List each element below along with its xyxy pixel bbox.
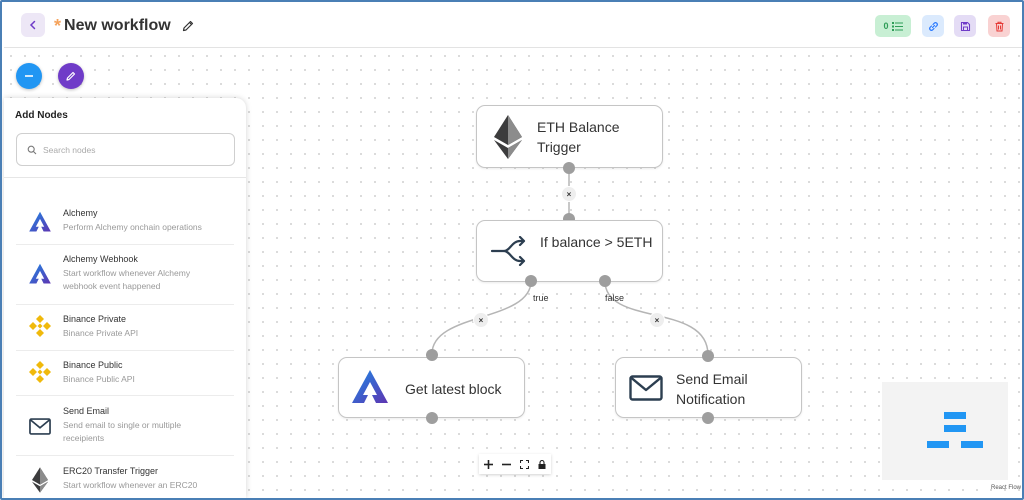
alchemy-icon: [349, 368, 391, 408]
node-output-handle-false[interactable]: [599, 275, 611, 287]
edge-delete-button[interactable]: ×: [649, 312, 665, 328]
fullscreen-icon: [519, 459, 529, 469]
split-arrows-icon: [489, 235, 529, 267]
link-icon: [928, 21, 938, 31]
lock-button[interactable]: [536, 457, 548, 471]
flow-node-send-email[interactable]: Send Email Notification: [615, 357, 802, 418]
edge-delete-button[interactable]: ×: [561, 186, 577, 202]
divider: [16, 455, 234, 456]
node-item-name: Alchemy: [63, 208, 98, 218]
save-button[interactable]: [954, 15, 976, 37]
node-item-desc: Start workflow whenever Alchemy webhook …: [63, 268, 191, 291]
divider: [16, 244, 234, 245]
flow-node-if-balance[interactable]: If balance > 5ETH: [476, 220, 663, 282]
trash-icon: [995, 21, 1003, 31]
workflow-title: New workflow: [64, 17, 171, 34]
node-item-erc20-transfer-trigger[interactable]: ERC20 Transfer Trigger Start workflow wh…: [4, 460, 246, 498]
save-icon: [960, 21, 970, 31]
unsaved-indicator: *: [54, 16, 62, 36]
search-icon: [27, 145, 37, 154]
flow-node-eth-balance-trigger[interactable]: ETH Balance Trigger: [476, 105, 663, 168]
edge-label-false: false: [605, 293, 625, 303]
alchemy-icon: [26, 208, 54, 236]
node-item-alchemy-webhook[interactable]: Alchemy Webhook Start workflow whenever …: [4, 248, 246, 304]
binance-icon: [26, 312, 54, 340]
nodes-count-button[interactable]: 0: [875, 15, 911, 37]
minus-icon: [25, 75, 33, 77]
mail-icon: [26, 412, 54, 440]
zoom-out-button[interactable]: [500, 457, 512, 471]
minimap-nodes: [927, 412, 983, 448]
node-label: Get latest block: [405, 381, 502, 397]
node-item-name: Binance Public: [63, 360, 123, 370]
node-label: ETH Balance Trigger: [537, 119, 620, 155]
node-item-desc: Start workflow whenever an ERC20: [63, 480, 198, 490]
react-flow-attribution[interactable]: React Flow: [991, 485, 1022, 491]
node-input-handle[interactable]: [426, 349, 438, 361]
back-button[interactable]: [21, 13, 45, 37]
node-item-binance-public[interactable]: Binance Public Binance Public API: [4, 354, 246, 398]
collapse-panel-button[interactable]: [16, 63, 42, 89]
node-output-handle[interactable]: [563, 162, 575, 174]
node-input-handle[interactable]: [702, 350, 714, 362]
edge-delete-button[interactable]: ×: [473, 312, 489, 328]
nodes-count: 0: [883, 21, 889, 31]
node-item-name: Alchemy Webhook: [63, 254, 138, 264]
add-nodes-panel: Add Nodes Alchemy Perform Alchemy onchai…: [4, 98, 246, 498]
top-bar: * New workflow 0: [4, 4, 1022, 48]
flow-node-get-latest-block[interactable]: Get latest block: [338, 357, 525, 418]
search-box[interactable]: [16, 133, 235, 166]
ethereum-icon: [26, 466, 54, 494]
node-item-desc: Binance Private API: [63, 328, 139, 338]
fit-view-button[interactable]: [518, 457, 530, 471]
mail-icon: [628, 372, 664, 404]
pencil-icon: [66, 71, 76, 81]
node-output-handle-true[interactable]: [525, 275, 537, 287]
node-item-name: Send Email: [63, 406, 110, 416]
node-item-desc: Perform Alchemy onchain operations: [63, 222, 202, 232]
plus-icon: [483, 459, 493, 469]
list-icon: [891, 22, 903, 31]
search-input[interactable]: [43, 144, 213, 155]
node-output-handle[interactable]: [426, 412, 438, 424]
node-item-desc: Send email to single or multiple receipi…: [63, 420, 182, 443]
minus-icon: [501, 463, 511, 465]
node-output-handle[interactable]: [702, 412, 714, 424]
pencil-icon: [182, 20, 193, 32]
node-item-send-email[interactable]: Send Email Send email to single or multi…: [4, 400, 246, 456]
edge-label-true: true: [533, 293, 549, 303]
workflow-title-group: * New workflow: [54, 14, 195, 38]
binance-icon: [26, 358, 54, 386]
divider: [16, 395, 234, 396]
canvas-controls: [479, 454, 551, 474]
chevron-left-icon: [29, 20, 36, 30]
panel-title: Add Nodes: [15, 110, 68, 121]
node-item-desc: Binance Public API: [63, 374, 135, 384]
link-button[interactable]: [922, 15, 944, 37]
ethereum-icon: [491, 115, 525, 159]
node-item-binance-private[interactable]: Binance Private Binance Private API: [4, 308, 246, 352]
divider: [16, 304, 234, 305]
node-label: Send Email Notification: [676, 371, 748, 407]
divider: [4, 177, 246, 178]
edit-button[interactable]: [58, 63, 84, 89]
alchemy-icon: [26, 260, 54, 288]
zoom-in-button[interactable]: [482, 457, 494, 471]
delete-workflow-button[interactable]: [988, 15, 1010, 37]
node-item-name: ERC20 Transfer Trigger: [63, 466, 159, 476]
node-item-alchemy[interactable]: Alchemy Perform Alchemy onchain operatio…: [4, 202, 246, 246]
minimap[interactable]: [882, 382, 1008, 480]
node-label: If balance > 5ETH: [540, 234, 653, 250]
divider: [16, 350, 234, 351]
node-item-name: Binance Private: [63, 314, 127, 324]
edit-title-button[interactable]: [181, 19, 195, 33]
lock-icon: [538, 459, 546, 469]
